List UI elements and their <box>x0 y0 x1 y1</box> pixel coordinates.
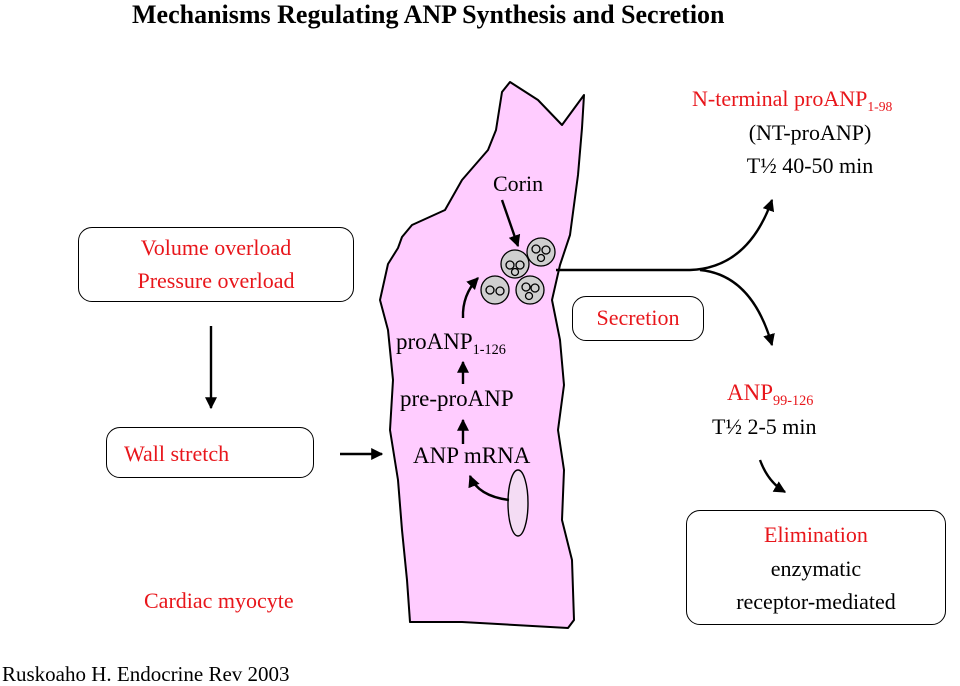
corin-arrow <box>500 199 521 248</box>
proanp-to-granule-arrow <box>461 277 479 319</box>
proanp-label: proANP1-126 <box>396 329 506 357</box>
nt-proanp-subscript: 1-98 <box>867 98 893 114</box>
pre-proanp-label: pre-proANP <box>400 386 514 411</box>
proanp-subscript: 1-126 <box>472 341 506 358</box>
volume-overload-label: Volume overload <box>140 235 292 260</box>
anp-label: ANP99-126 <box>727 380 813 408</box>
nt-proanp-label: N-terminal proANP1-98 <box>692 86 892 114</box>
stimulus-box <box>78 227 354 302</box>
citation: Ruskoaho H. Endocrine Rev 2003 <box>2 662 290 686</box>
corin-label: Corin <box>493 171 544 196</box>
secretion-box <box>572 296 704 341</box>
cardiac-myocyte-label: Cardiac myocyte <box>144 588 294 613</box>
secretion-anp-arrow <box>699 268 775 347</box>
nt-proanp-abbrev: (NT-proANP) <box>748 120 872 145</box>
secretory-granule-icon <box>480 237 556 305</box>
anp-mrna-label: ANP mRNA <box>413 443 531 468</box>
diagram-title: Mechanisms Regulating ANP Synthesis and … <box>132 0 725 29</box>
elimination-receptor-mediated: receptor-mediated <box>736 589 896 614</box>
elimination-title: Elimination <box>764 522 868 547</box>
nt-proanp-half-life: T½ 40-50 min <box>746 153 874 178</box>
anp-subscript: 99-126 <box>773 392 814 409</box>
secretion-label: Secretion <box>596 305 680 330</box>
secretion-nt-proanp-arrow <box>556 198 775 272</box>
proanp-name: proANP <box>396 329 473 354</box>
elimination-enzymatic: enzymatic <box>770 556 862 581</box>
anp-name: ANP <box>727 380 774 405</box>
myocyte-cell-shape <box>379 81 585 629</box>
anp-elimination-arrow <box>758 459 787 494</box>
anp-half-life: T½ 2-5 min <box>712 414 817 439</box>
nucleus-to-mrna-arrow <box>468 474 510 502</box>
elimination-box <box>686 510 946 625</box>
nucleus-icon <box>507 469 529 537</box>
wall-stretch-box <box>106 427 314 478</box>
pressure-overload-label: Pressure overload <box>137 268 295 293</box>
nt-proanp-name: N-terminal proANP <box>692 86 868 111</box>
wall-stretch-label: Wall stretch <box>124 441 230 466</box>
